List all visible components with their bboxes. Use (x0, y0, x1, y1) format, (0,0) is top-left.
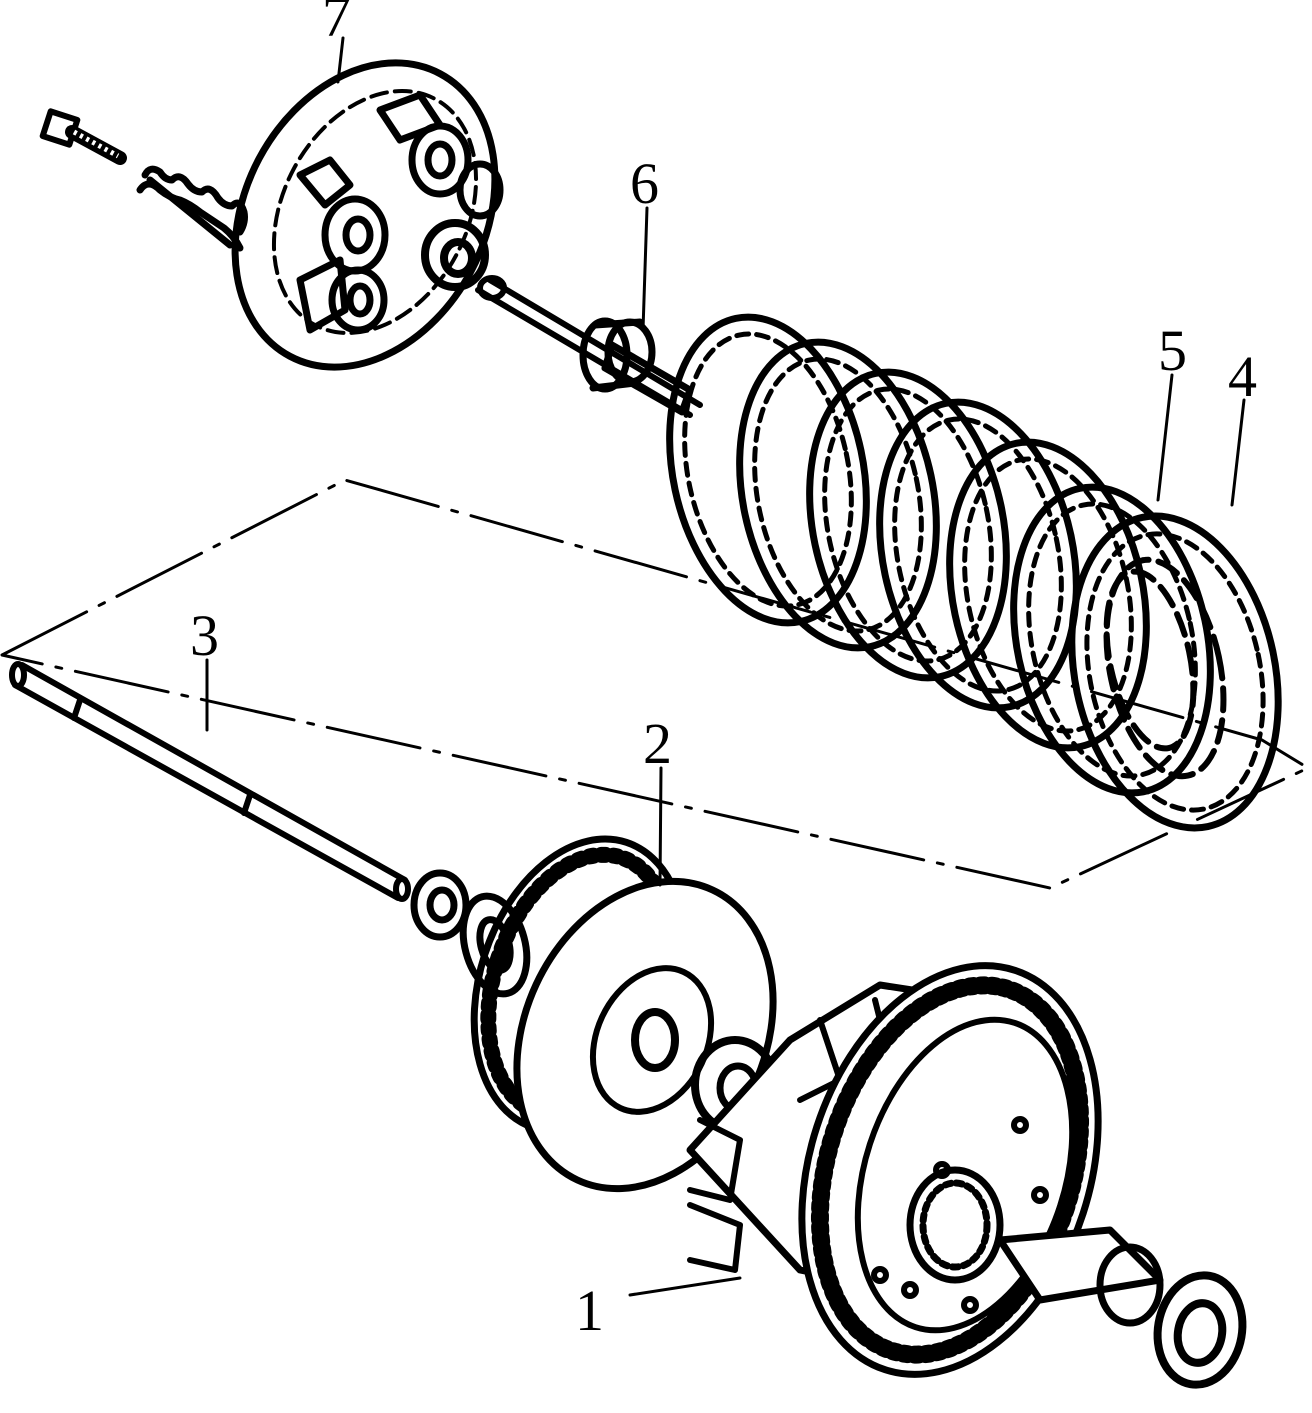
basket-sleeve-icon (996, 1226, 1164, 1327)
dashdot-group-outline (0, 478, 1310, 890)
pushrod-icon (475, 275, 703, 418)
callout-4: 4 (1228, 344, 1257, 409)
nut-icon (410, 869, 470, 941)
drive-gear-icon (906, 1166, 1004, 1284)
callout-3: 3 (190, 603, 219, 668)
leader-line-4 (1230, 398, 1246, 507)
leader-line-6 (641, 206, 649, 332)
pressure-plate-assembly (39, 59, 504, 371)
bolt-icon (39, 108, 127, 165)
callout-1: 1 (575, 1278, 604, 1343)
leader-line-2 (658, 766, 663, 887)
spring-icon (136, 165, 248, 252)
clutch-basket-assembly (686, 962, 1247, 1389)
clutch-hub-assembly (410, 835, 777, 1193)
leader-line-5 (1156, 373, 1174, 502)
callout-5: 5 (1158, 318, 1187, 383)
callout-7: 7 (322, 0, 351, 49)
clutch-plate-stack (666, 313, 1282, 832)
leader-line-1 (628, 1276, 742, 1297)
end-washer-icon (1153, 1271, 1247, 1389)
release-bearing-icon (421, 219, 489, 291)
callout-2: 2 (643, 711, 672, 776)
callout-6: 6 (630, 151, 659, 216)
pushrod-collar-icon (579, 317, 694, 416)
long-pushrod-icon (9, 661, 411, 902)
leader-lines (205, 36, 1246, 1297)
leader-line-7 (336, 36, 345, 84)
